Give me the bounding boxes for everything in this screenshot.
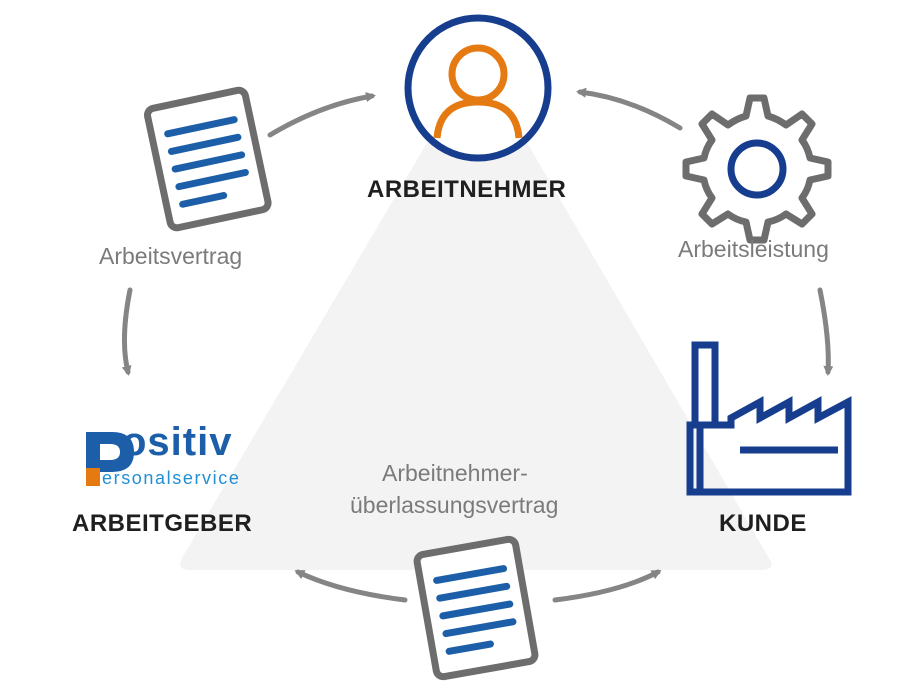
- arrows: [121, 87, 834, 603]
- factory-icon: [686, 341, 852, 496]
- arrow-contract-to-employer: [121, 287, 133, 376]
- document-icon: [413, 535, 539, 681]
- logo-tagline: ersonalservice: [102, 468, 241, 488]
- edge-label-employment-contract: Arbeitsvertrag: [99, 243, 243, 269]
- logo-wordmark: ositiv: [122, 420, 233, 464]
- edge-label-leasing-line1: Arbeitnehmer-: [382, 460, 528, 486]
- node-label-customer: KUNDE: [719, 510, 807, 537]
- person-icon: [404, 14, 552, 162]
- document-icon: [144, 86, 272, 232]
- positiv-logo: ositiv ersonalservice: [82, 420, 252, 490]
- arrow-leasing-to-employer: [294, 569, 408, 603]
- edge-label-work-performance: Arbeitsleistung: [678, 236, 829, 262]
- gear-icon: [682, 94, 832, 244]
- arrow-customer-to-employee: [576, 87, 683, 131]
- edge-label-leasing-line2: überlassungsvertrag: [350, 492, 559, 518]
- arrow-performance-to-customer: [817, 287, 834, 376]
- node-label-employee: ARBEITNEHMER: [367, 176, 567, 203]
- background-triangle: [180, 66, 772, 570]
- node-label-employer: ARBEITGEBER: [72, 510, 253, 537]
- arrow-leasing-to-customer: [552, 569, 662, 603]
- arrow-employer-to-employee: [267, 92, 376, 138]
- logo-p-mark: [86, 432, 134, 486]
